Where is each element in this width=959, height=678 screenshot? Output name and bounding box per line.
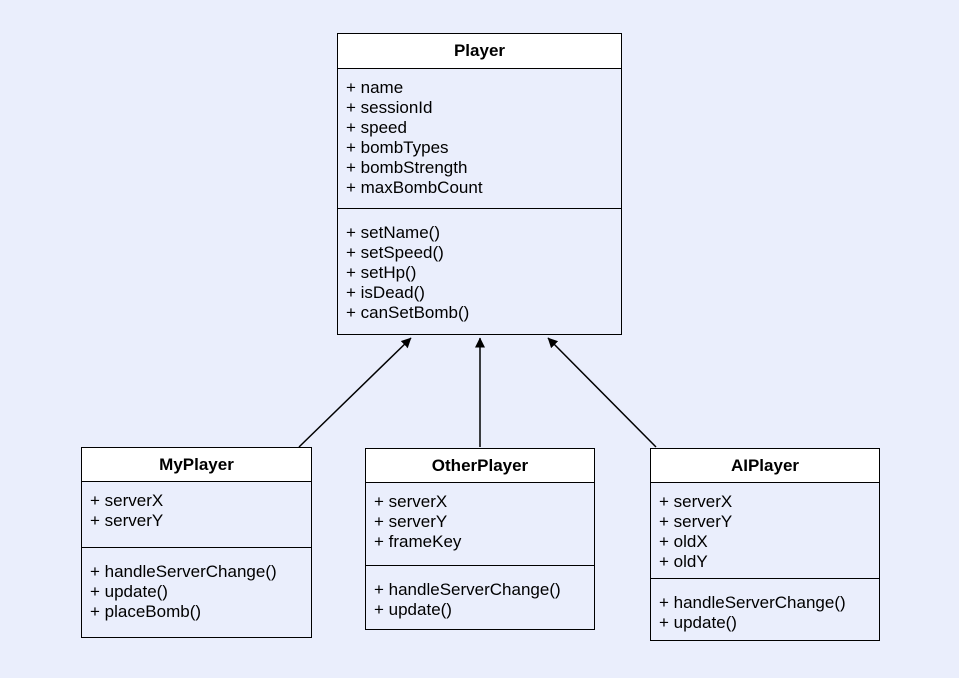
method: + update()	[374, 600, 452, 619]
attribute: + name	[346, 78, 404, 97]
class-methods-myplayer: + handleServerChange() + update() + plac…	[82, 548, 311, 637]
attribute: + oldY	[659, 552, 708, 571]
method: + update()	[90, 582, 168, 601]
class-title-myplayer: MyPlayer	[82, 448, 311, 482]
attribute: + serverY	[659, 512, 733, 531]
attribute: + sessionId	[346, 98, 433, 117]
class-attributes-player: + name + sessionId + speed + bombTypes +…	[338, 69, 621, 209]
method: + handleServerChange()	[374, 580, 561, 599]
class-title-aiplayer: AIPlayer	[651, 449, 879, 483]
method: + handleServerChange()	[659, 593, 846, 612]
attribute: + frameKey	[374, 532, 462, 551]
method: + canSetBomb()	[346, 303, 470, 322]
method: + setSpeed()	[346, 243, 444, 262]
class-attributes-otherplayer: + serverX + serverY + frameKey	[366, 483, 594, 566]
attribute: + speed	[346, 118, 407, 137]
attribute: + serverY	[90, 511, 164, 530]
attribute: + maxBombCount	[346, 178, 483, 197]
attribute: + serverY	[374, 512, 448, 531]
attribute: + serverX	[659, 492, 733, 511]
class-box-otherplayer: OtherPlayer + serverX + serverY + frameK…	[365, 448, 595, 630]
class-methods-aiplayer: + handleServerChange() + update()	[651, 579, 879, 641]
class-box-myplayer: MyPlayer + serverX + serverY + handleSer…	[81, 447, 312, 638]
class-attributes-myplayer: + serverX + serverY	[82, 482, 311, 548]
attribute: + bombTypes	[346, 138, 449, 157]
class-box-player: Player + name + sessionId + speed + bomb…	[337, 33, 622, 335]
attribute: + serverX	[374, 492, 448, 511]
method: + setName()	[346, 223, 440, 242]
method: + placeBomb()	[90, 602, 202, 621]
inheritance-arrow-myplayer-to-player	[298, 337, 412, 448]
inheritance-arrow-aiplayer-to-player	[547, 337, 657, 448]
method: + isDead()	[346, 283, 425, 302]
class-attributes-aiplayer: + serverX + serverY + oldX + oldY	[651, 483, 879, 579]
class-box-aiplayer: AIPlayer + serverX + serverY + oldX + ol…	[650, 448, 880, 641]
attribute: + serverX	[90, 491, 164, 510]
attribute: + oldX	[659, 532, 708, 551]
method: + setHp()	[346, 263, 417, 282]
attribute: + bombStrength	[346, 158, 468, 177]
class-title-otherplayer: OtherPlayer	[366, 449, 594, 483]
method: + handleServerChange()	[90, 562, 277, 581]
method: + update()	[659, 613, 737, 632]
class-title-player: Player	[338, 34, 621, 69]
class-methods-player: + setName() + setSpeed() + setHp() + isD…	[338, 209, 621, 335]
class-methods-otherplayer: + handleServerChange() + update()	[366, 566, 594, 629]
